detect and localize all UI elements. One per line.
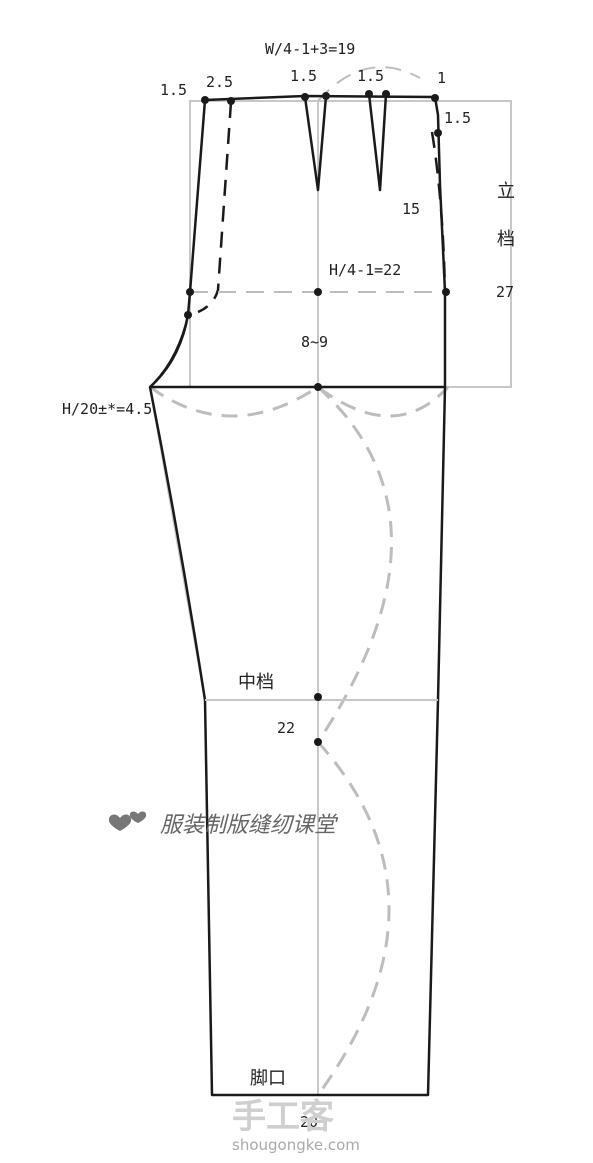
point-hip-right — [442, 288, 450, 296]
waist-dashed-arc — [317, 66, 421, 102]
pattern-outline — [148, 93, 447, 1097]
point-crotch-start — [184, 311, 192, 319]
guide-lines — [149, 100, 512, 1095]
label-left-top: 1.5 — [160, 81, 187, 99]
point-side-offset — [434, 129, 442, 137]
label-dart2: 1.5 — [357, 67, 384, 85]
crotch-curve — [149, 314, 189, 388]
point-hip-left — [186, 288, 194, 296]
label-right-top: 1 — [437, 69, 446, 87]
label-dart-length: 15 — [402, 200, 420, 218]
label-knee-value: 22 — [277, 719, 295, 737]
label-dart1: 1.5 — [290, 67, 317, 85]
point-crotch-center — [314, 383, 322, 391]
point-dart1-right — [322, 92, 330, 100]
point-dart2-right — [382, 90, 390, 98]
dart-2 — [367, 93, 388, 192]
label-hem-value: 20 — [300, 1113, 318, 1131]
hem-dashed-curve — [316, 740, 391, 1096]
label-waist-formula: W/4-1+3=19 — [265, 40, 355, 58]
guide-rectangle — [189, 100, 512, 388]
label-fly: 2.5 — [206, 73, 233, 91]
knee-dashed-curve — [316, 385, 393, 743]
dashed-curves — [149, 66, 450, 1096]
point-dart2-left — [365, 90, 373, 98]
heart-icon — [108, 811, 147, 831]
trouser-front-outline — [148, 94, 447, 1097]
label-rise: 27 — [496, 283, 514, 301]
labels: W/4-1+3=19 1.5 2.5 1.5 1.5 1 1.5 立 档 15 … — [62, 40, 515, 1131]
point-knee-lower — [314, 738, 322, 746]
label-lidang-1: 立 — [497, 181, 515, 202]
label-hem: 脚口 — [250, 1068, 286, 1089]
watermark: 服装制版缝纫课堂 手工客 shougongke.com — [108, 811, 360, 1154]
label-hip-formula: H/4-1=22 — [329, 261, 401, 279]
fly-dashed-line — [197, 101, 233, 314]
site-url: shougongke.com — [232, 1136, 360, 1154]
point-right-top — [431, 94, 439, 102]
dart-1 — [303, 95, 328, 192]
point-fly — [227, 97, 235, 105]
point-knee — [314, 693, 322, 701]
watermark-text: 服装制版缝纫课堂 — [160, 813, 339, 838]
hip-dashed-arc — [149, 385, 450, 418]
control-points — [184, 90, 450, 746]
label-crotch-formula: H/20±*=4.5 — [62, 400, 152, 418]
label-lidang-2: 档 — [497, 229, 515, 250]
site-logo-text: 手工客 — [232, 1097, 334, 1137]
point-left-top — [201, 96, 209, 104]
label-knee: 中档 — [238, 672, 274, 693]
label-hip-depth: 8~9 — [301, 333, 328, 351]
label-side-offset: 1.5 — [444, 109, 471, 127]
point-dart1-left — [301, 93, 309, 101]
point-hip-center — [314, 288, 322, 296]
